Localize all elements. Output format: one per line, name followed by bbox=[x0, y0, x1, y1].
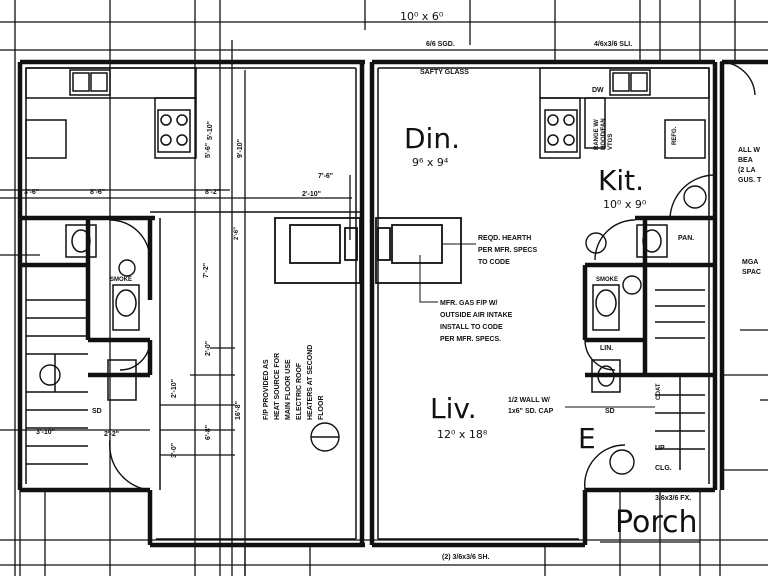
kitchen-counters-left bbox=[25, 67, 197, 159]
dim-label: 3'-10" bbox=[36, 429, 55, 436]
note-refg: REFG. bbox=[672, 126, 678, 145]
room-label-entry: E bbox=[578, 422, 596, 455]
note-right-window: 3/6x3/6 FX. bbox=[655, 495, 691, 502]
note-coat: COAT bbox=[656, 383, 662, 400]
svg-text:ALL W: ALL W bbox=[738, 147, 760, 154]
svg-text:(2 LA: (2 LA bbox=[738, 167, 756, 174]
dim-label: 3'-0" bbox=[171, 443, 178, 458]
dim-label: 2'-0" bbox=[205, 341, 212, 356]
svg-text:ELECTRIC ROOF: ELECTRIC ROOF bbox=[296, 362, 303, 420]
dim-label: 3'-6" bbox=[24, 189, 39, 196]
svg-text:1/2 WALL W/: 1/2 WALL W/ bbox=[508, 397, 550, 404]
svg-text:PER MFR. SPECS.: PER MFR. SPECS. bbox=[440, 336, 501, 343]
svg-text:F/P PROVIDED AS: F/P PROVIDED AS bbox=[263, 359, 270, 420]
dim-label: 2'-10" bbox=[171, 379, 178, 398]
svg-text:REQD. HEARTH: REQD. HEARTH bbox=[478, 235, 531, 242]
room-size-top: 10⁰ x 6⁰ bbox=[400, 10, 444, 23]
note-dw: DW bbox=[592, 87, 604, 94]
svg-text:MFR. GAS F/P W/: MFR. GAS F/P W/ bbox=[440, 300, 497, 307]
svg-text:RANGE W/: RANGE W/ bbox=[594, 119, 600, 150]
note-pan: PAN. bbox=[678, 235, 694, 242]
note-smoke-right: SMOKE bbox=[596, 277, 618, 283]
note-range: RANGE W/ HOOD/FAN VTGS bbox=[594, 118, 614, 150]
room-label-living: Liv. bbox=[430, 392, 477, 425]
svg-text:HEATERS AT SECOND: HEATERS AT SECOND bbox=[307, 345, 314, 420]
svg-text:MAIN FLOOR USE: MAIN FLOOR USE bbox=[285, 359, 292, 420]
note-safety-glass: SAFTY GLASS bbox=[420, 69, 469, 76]
note-linen: LIN. bbox=[600, 345, 613, 352]
note-smoke-left: SMOKE bbox=[110, 277, 132, 283]
note-half-wall: 1/2 WALL W/ 1x6" SD. CAP bbox=[508, 397, 554, 415]
dim-label: 7'-2" bbox=[203, 263, 210, 278]
note-sgd-left: 6/6 SGD. bbox=[426, 41, 455, 48]
svg-text:TO CODE: TO CODE bbox=[478, 259, 510, 266]
dim-label: 8'-2" bbox=[205, 189, 220, 196]
svg-text:HOOD/FAN: HOOD/FAN bbox=[601, 118, 607, 150]
dim-label: 6'-8" bbox=[205, 425, 212, 440]
svg-text:1x6" SD. CAP: 1x6" SD. CAP bbox=[508, 408, 554, 415]
svg-text:OUTSIDE AIR INTAKE: OUTSIDE AIR INTAKE bbox=[440, 312, 513, 319]
svg-text:VTGS: VTGS bbox=[608, 134, 614, 150]
room-size-dining: 9⁶ x 9⁴ bbox=[412, 156, 449, 169]
dim-label: 2'-10" bbox=[302, 191, 321, 198]
room-size-living: 12⁰ x 18⁸ bbox=[437, 428, 488, 441]
door-swings bbox=[108, 61, 756, 491]
svg-text:HEAT SOURCE FOR: HEAT SOURCE FOR bbox=[274, 353, 281, 420]
svg-text:FLOOR: FLOOR bbox=[318, 396, 325, 421]
dim-label: 16'-8" bbox=[235, 401, 242, 420]
svg-text:PER MFR. SPECS: PER MFR. SPECS bbox=[478, 247, 537, 254]
dim-label: 2'-6" bbox=[234, 227, 240, 240]
note-bottom-window: (2) 3/6x3/6 SH. bbox=[442, 554, 490, 561]
svg-text:SPAC: SPAC bbox=[742, 269, 761, 276]
dim-label: 2'-2" bbox=[104, 431, 119, 438]
kitchen-counters-right bbox=[539, 67, 710, 159]
note-gas-fp: MFR. GAS F/P W/ OUTSIDE AIR INTAKE INSTA… bbox=[440, 300, 513, 343]
note-heat-source: F/P PROVIDED AS HEAT SOURCE FOR MAIN FLO… bbox=[263, 345, 325, 420]
note-cut-off-right: ALL W BEA (2 LA GUS. T bbox=[738, 147, 762, 184]
dim-label: 7'-6" bbox=[318, 173, 333, 180]
electrical-symbols bbox=[39, 185, 707, 475]
note-sd-right: SD bbox=[605, 408, 615, 415]
svg-text:BEA: BEA bbox=[738, 157, 753, 164]
dim-label: 9'-10" bbox=[237, 139, 244, 158]
dim-label: 5'-10" bbox=[207, 121, 214, 140]
note-cut-off-right-2: MGA SPAC bbox=[742, 259, 761, 276]
svg-text:INSTALL TO CODE: INSTALL TO CODE bbox=[440, 324, 503, 331]
leader-gas-fp bbox=[419, 255, 438, 303]
room-label-kitchen: Kit. bbox=[598, 164, 644, 197]
room-label-porch: Porch bbox=[615, 505, 698, 540]
note-hearth: REQD. HEARTH PER MFR. SPECS TO CODE bbox=[478, 235, 537, 266]
note-clg: CLG. bbox=[655, 465, 672, 472]
dim-label: 8'-6" bbox=[90, 189, 105, 196]
bathroom-fixtures bbox=[65, 224, 668, 401]
note-sd-left: SD bbox=[92, 408, 102, 415]
room-label-dining: Din. bbox=[404, 122, 460, 155]
room-size-kitchen: 10⁰ x 9⁰ bbox=[603, 198, 647, 211]
svg-text:MGA: MGA bbox=[742, 259, 758, 266]
dim-label: 5'-6" bbox=[205, 143, 212, 158]
svg-text:GUS. T: GUS. T bbox=[738, 177, 762, 184]
note-up: UP bbox=[655, 445, 665, 452]
note-sgd-right: 4/6x3/6 SLI. bbox=[594, 41, 632, 48]
